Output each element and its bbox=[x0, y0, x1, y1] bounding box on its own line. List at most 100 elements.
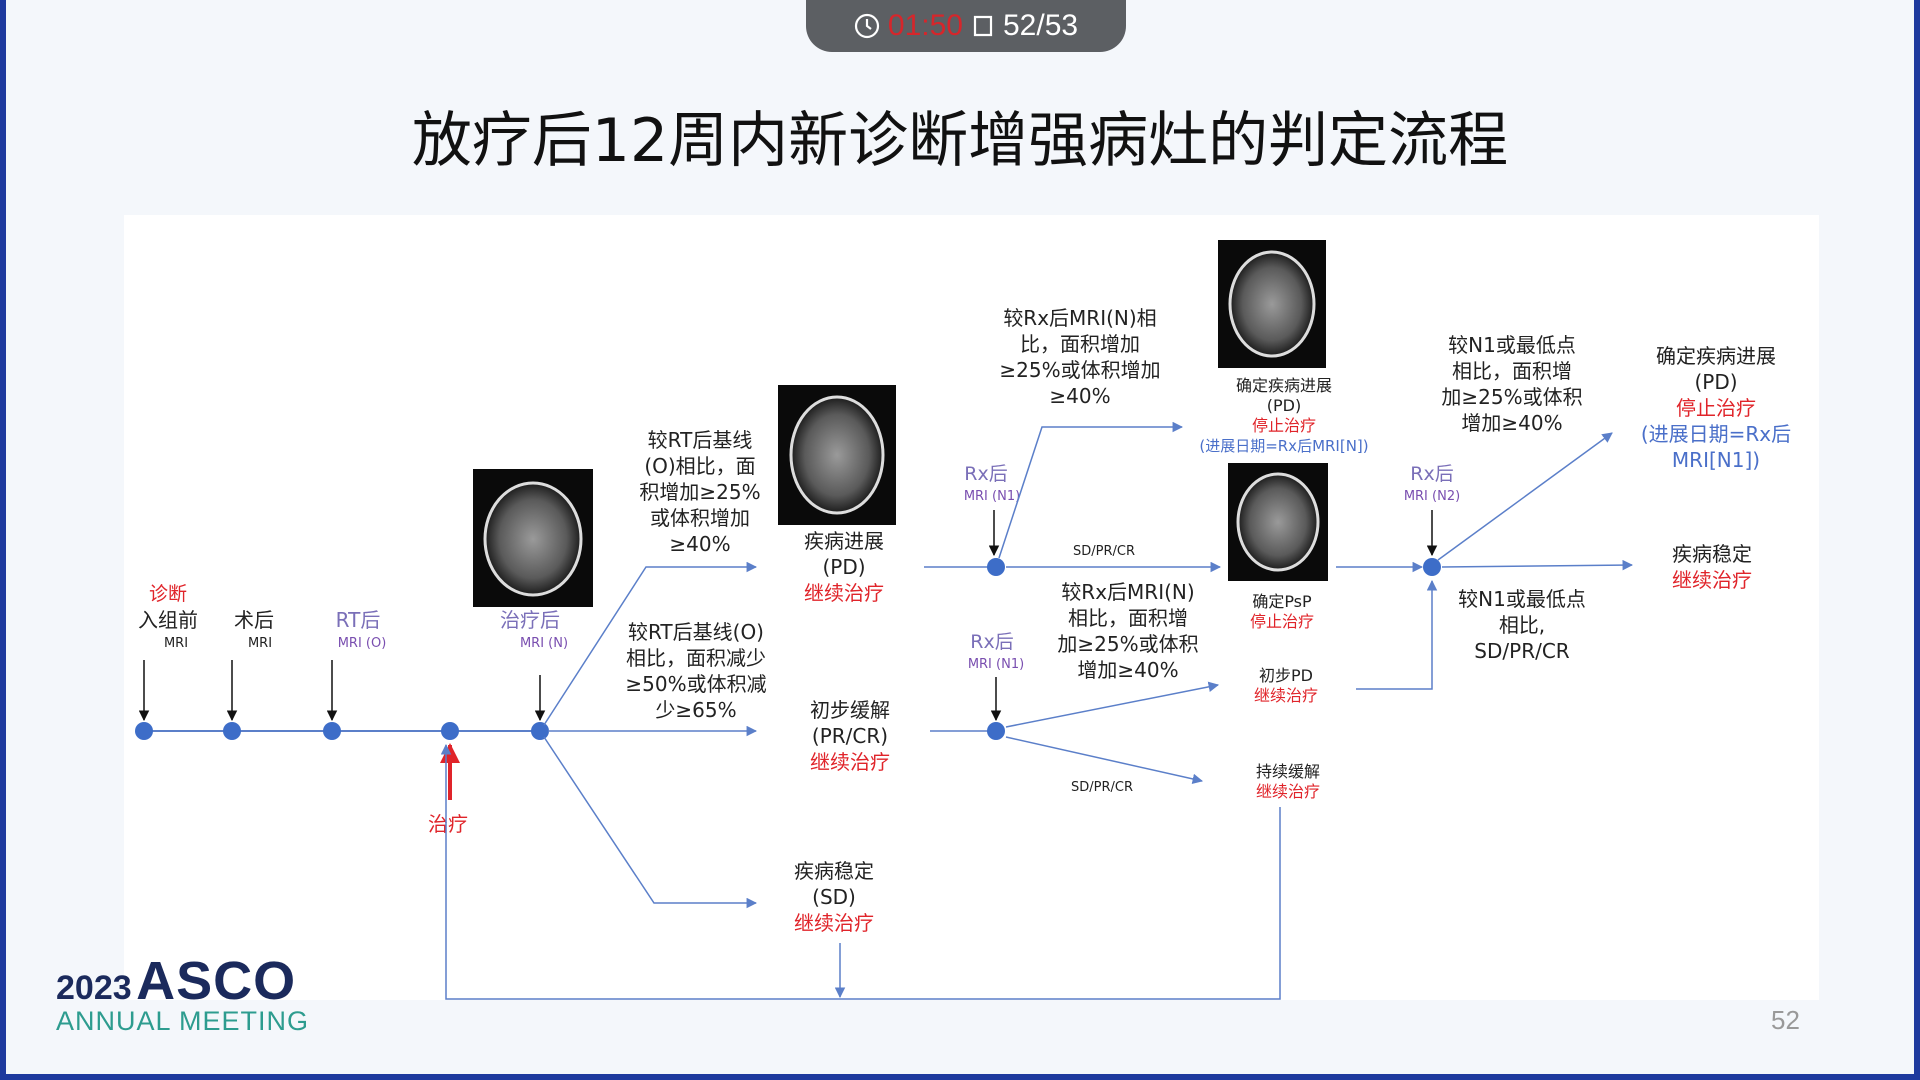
logo-year: 2023 bbox=[56, 969, 132, 1007]
svg-text:继续治疗: 继续治疗 bbox=[1256, 782, 1320, 801]
svg-text:继续治疗: 继续治疗 bbox=[810, 750, 890, 774]
label-mri-n2: MRI (N2) bbox=[1404, 489, 1460, 504]
loop-back-line bbox=[440, 743, 1281, 1000]
svg-text:初步PD: 初步PD bbox=[1259, 666, 1313, 685]
svg-text:比，面积增加: 比，面积增加 bbox=[1020, 332, 1140, 356]
clock-icon bbox=[854, 13, 880, 39]
svg-text:≥50%或体积减: ≥50%或体积减 bbox=[625, 672, 766, 696]
svg-text:初步缓解: 初步缓解 bbox=[810, 698, 890, 722]
label-treatment: 治疗 bbox=[428, 812, 468, 836]
svg-text:(O)相比，面: (O)相比，面 bbox=[644, 454, 755, 478]
label-rx-lower: Rx后 bbox=[970, 631, 1013, 653]
svg-text:较RT后基线: 较RT后基线 bbox=[648, 428, 753, 452]
slide-icon bbox=[973, 15, 993, 37]
label-mri-pre-enroll: MRI bbox=[164, 636, 188, 651]
label-mri-n1-lower: MRI (N1) bbox=[968, 657, 1024, 672]
svg-text:加≥25%或体积: 加≥25%或体积 bbox=[1057, 632, 1198, 656]
page-counter: 52/53 bbox=[1003, 9, 1079, 42]
svg-text:(PD): (PD) bbox=[822, 555, 865, 579]
condition-n2-down: 较N1或最低点 相比, SD/PR/CR bbox=[1458, 587, 1586, 663]
svg-text:相比,: 相比, bbox=[1499, 613, 1545, 637]
svg-text:较N1或最低点: 较N1或最低点 bbox=[1448, 333, 1576, 357]
label-diagnosis: 诊断 bbox=[149, 583, 187, 605]
svg-text:停止治疗: 停止治疗 bbox=[1250, 612, 1314, 631]
branch-line-n2-sd bbox=[1441, 559, 1634, 571]
svg-text:MRI[N1]): MRI[N1]) bbox=[1672, 448, 1760, 472]
label-pre-enroll: 入组前 bbox=[138, 608, 198, 632]
svg-text:(进展日期=Rx后MRI[N]): (进展日期=Rx后MRI[N]) bbox=[1199, 437, 1368, 455]
svg-text:相比，面积减少: 相比，面积减少 bbox=[626, 646, 766, 670]
node-rx-upper bbox=[987, 558, 1005, 576]
svg-text:较RT后基线(O): 较RT后基线(O) bbox=[628, 620, 764, 644]
svg-text:确定PsP: 确定PsP bbox=[1252, 592, 1312, 611]
branch-line-pd bbox=[543, 561, 758, 726]
svg-text:(PD): (PD) bbox=[1267, 396, 1301, 415]
svg-text:SD/PR/CR: SD/PR/CR bbox=[1474, 639, 1569, 663]
result-sustained: 持续缓解 继续治疗 bbox=[1256, 762, 1320, 801]
svg-text:较Rx后MRI(N): 较Rx后MRI(N) bbox=[1061, 580, 1194, 604]
result-pd: 疾病进展 (PD) 继续治疗 bbox=[804, 529, 884, 605]
result-stable: 疾病稳定 继续治疗 bbox=[1672, 542, 1752, 592]
label-mri-n: MRI (N) bbox=[520, 636, 568, 651]
condition-n2-up: 较N1或最低点 相比，面积增 加≥25%或体积 增加≥40% bbox=[1441, 333, 1582, 435]
result-confirm-pd: 确定疾病进展 (PD) 停止治疗 (进展日期=Rx后MRI[N]) bbox=[1199, 376, 1368, 455]
result-prelim-pd: 初步PD 继续治疗 bbox=[1254, 666, 1318, 705]
flowchart-panel: 诊断 入组前 MRI 术后 MRI RT后 MRI (O) 治疗后 MRI (N… bbox=[124, 215, 1819, 1000]
label-rx-n2: Rx后 bbox=[1410, 463, 1453, 485]
svg-text:≥40%: ≥40% bbox=[669, 532, 730, 556]
mri-image-post-treatment bbox=[473, 469, 593, 607]
condition-pd: 较RT后基线 (O)相比，面 积增加≥25% 或体积增加 ≥40% bbox=[639, 428, 760, 556]
branch-line-rx-upper-pd bbox=[998, 421, 1184, 559]
svg-text:加≥25%或体积: 加≥25%或体积 bbox=[1441, 385, 1582, 409]
presentation-status-bar: 01:50 52/53 bbox=[806, 0, 1126, 52]
asco-logo: 2023 ASCO ANNUAL MEETING bbox=[56, 950, 309, 1037]
svg-text:相比，面积增: 相比，面积增 bbox=[1068, 606, 1188, 630]
timeline-node-post-treatment bbox=[531, 722, 549, 740]
svg-text:停止治疗: 停止治疗 bbox=[1252, 416, 1316, 435]
condition-pr: 较RT后基线(O) 相比，面积减少 ≥50%或体积减 少≥65% bbox=[625, 620, 766, 722]
svg-text:≥25%或体积增加: ≥25%或体积增加 bbox=[999, 358, 1160, 382]
svg-text:(SD): (SD) bbox=[812, 885, 856, 909]
svg-text:增加≥40%: 增加≥40% bbox=[1077, 658, 1178, 682]
svg-text:继续治疗: 继续治疗 bbox=[1254, 686, 1318, 705]
mri-image-psp bbox=[1228, 463, 1328, 581]
svg-text:较Rx后MRI(N)相: 较Rx后MRI(N)相 bbox=[1003, 306, 1156, 330]
mri-image-pd bbox=[778, 385, 896, 525]
svg-text:较N1或最低点: 较N1或最低点 bbox=[1458, 587, 1586, 611]
svg-text:疾病稳定: 疾病稳定 bbox=[794, 859, 874, 883]
line-prelim-to-n2 bbox=[1356, 579, 1438, 690]
label-rx-upper: Rx后 bbox=[964, 463, 1007, 485]
condition-rx-upper: 较Rx后MRI(N)相 比，面积增加 ≥25%或体积增加 ≥40% bbox=[999, 306, 1160, 408]
branch-line-rx-lower-pd bbox=[1005, 681, 1220, 728]
label-post-treatment: 治疗后 bbox=[500, 608, 560, 632]
result-sd: 疾病稳定 (SD) 继续治疗 bbox=[794, 859, 874, 935]
result-psp: 确定PsP 停止治疗 bbox=[1250, 592, 1314, 631]
logo-subtitle: ANNUAL MEETING bbox=[56, 1006, 310, 1036]
svg-text:继续治疗: 继续治疗 bbox=[804, 581, 884, 605]
svg-text:持续缓解: 持续缓解 bbox=[1256, 762, 1320, 781]
svg-text:疾病进展: 疾病进展 bbox=[804, 529, 884, 553]
flowchart: 诊断 入组前 MRI 术后 MRI RT后 MRI (O) 治疗后 MRI (N… bbox=[135, 240, 1791, 1000]
logo-brand: ASCO bbox=[136, 951, 297, 1011]
svg-text:增加≥40%: 增加≥40% bbox=[1461, 411, 1562, 435]
timeline-node-treatment bbox=[441, 722, 459, 740]
branch-line-sd bbox=[543, 736, 758, 909]
svg-text:(PD): (PD) bbox=[1694, 370, 1737, 394]
node-rx-lower bbox=[987, 722, 1005, 740]
svg-text:≥40%: ≥40% bbox=[1049, 384, 1110, 408]
timeline-node-post-op bbox=[223, 722, 241, 740]
page-number: 52 bbox=[1771, 1005, 1800, 1035]
svg-text:少≥65%: 少≥65% bbox=[655, 698, 736, 722]
svg-text:停止治疗: 停止治疗 bbox=[1676, 396, 1756, 420]
svg-text:确定疾病进展: 确定疾病进展 bbox=[1656, 344, 1776, 368]
slide-title: 放疗后12周内新诊断增强病灶的判定流程 bbox=[411, 106, 1509, 176]
label-mri-n1-upper: MRI (N1) bbox=[964, 489, 1020, 504]
result-final-pd: 确定疾病进展 (PD) 停止治疗 (进展日期=Rx后 MRI[N1]) bbox=[1641, 344, 1791, 472]
svg-text:确定疾病进展: 确定疾病进展 bbox=[1236, 376, 1332, 395]
svg-text:(进展日期=Rx后: (进展日期=Rx后 bbox=[1641, 422, 1791, 446]
label-sd-lower: SD/PR/CR bbox=[1071, 780, 1133, 795]
svg-text:疾病稳定: 疾病稳定 bbox=[1672, 542, 1752, 566]
svg-text:继续治疗: 继续治疗 bbox=[1672, 568, 1752, 592]
svg-text:积增加≥25%: 积增加≥25% bbox=[639, 480, 760, 504]
svg-text:(PR/CR): (PR/CR) bbox=[812, 724, 888, 748]
